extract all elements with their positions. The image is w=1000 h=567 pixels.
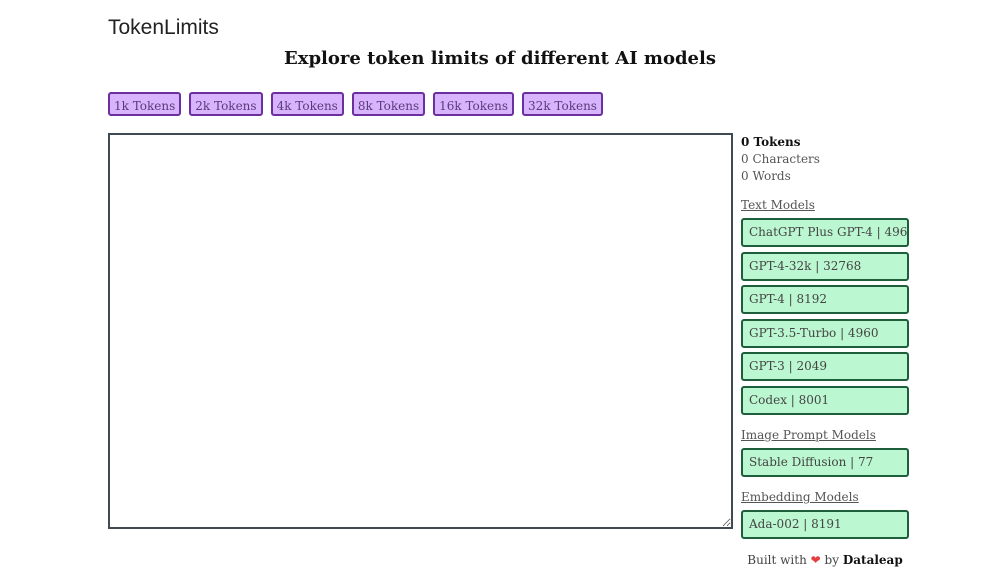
footer-by: by [824,553,840,567]
embedding-models-heading[interactable]: Embedding Models [741,489,859,504]
heart-icon: ❤ [810,553,821,567]
token-count: 0 Tokens [741,135,801,149]
model-chatgpt-plus-gpt4[interactable]: ChatGPT Plus GPT-4 | 4960 [741,218,909,247]
model-gpt3[interactable]: GPT-3 | 2049 [741,352,909,381]
character-count: 0 Characters [741,152,820,166]
image-models-heading[interactable]: Image Prompt Models [741,427,876,442]
text-models-heading[interactable]: Text Models [741,198,815,212]
preset-8k-button[interactable]: 8k Tokens [351,92,426,116]
word-count: 0 Words [741,169,791,183]
footer-prefix: Built with [747,553,807,567]
model-gpt4[interactable]: GPT-4 | 8192 [741,285,909,314]
model-gpt35-turbo[interactable]: GPT-3.5-Turbo | 4960 [741,318,909,348]
model-codex[interactable]: Codex | 8001 [741,385,909,415]
preset-16k-button[interactable]: 16k Tokens [433,92,515,116]
model-gpt4-32k[interactable]: GPT-4-32k | 32768 [741,251,909,281]
model-stable-diffusion[interactable]: Stable Diffusion | 77 [741,447,909,477]
footer-author-link[interactable]: Dataleap [842,553,903,567]
brand-logo[interactable]: TokenLimits [108,16,219,39]
text-input[interactable] [108,133,733,529]
preset-1k-button[interactable]: 1k Tokens [108,92,182,116]
preset-2k-button[interactable]: 2k Tokens [189,92,263,116]
sidebar: 0 Tokens 0 Characters 0 Words Text Model… [741,134,909,543]
preset-4k-button[interactable]: 4k Tokens [270,92,344,116]
model-ada-002[interactable]: Ada-002 | 8191 [741,509,909,539]
page-title: Explore token limits of different AI mod… [284,48,716,69]
preset-32k-button[interactable]: 32k Tokens [522,92,603,116]
footer: Built with ❤ by Dataleap [741,553,909,567]
preset-buttons: 1k Tokens 2k Tokens 4k Tokens 8k Tokens … [108,92,603,116]
